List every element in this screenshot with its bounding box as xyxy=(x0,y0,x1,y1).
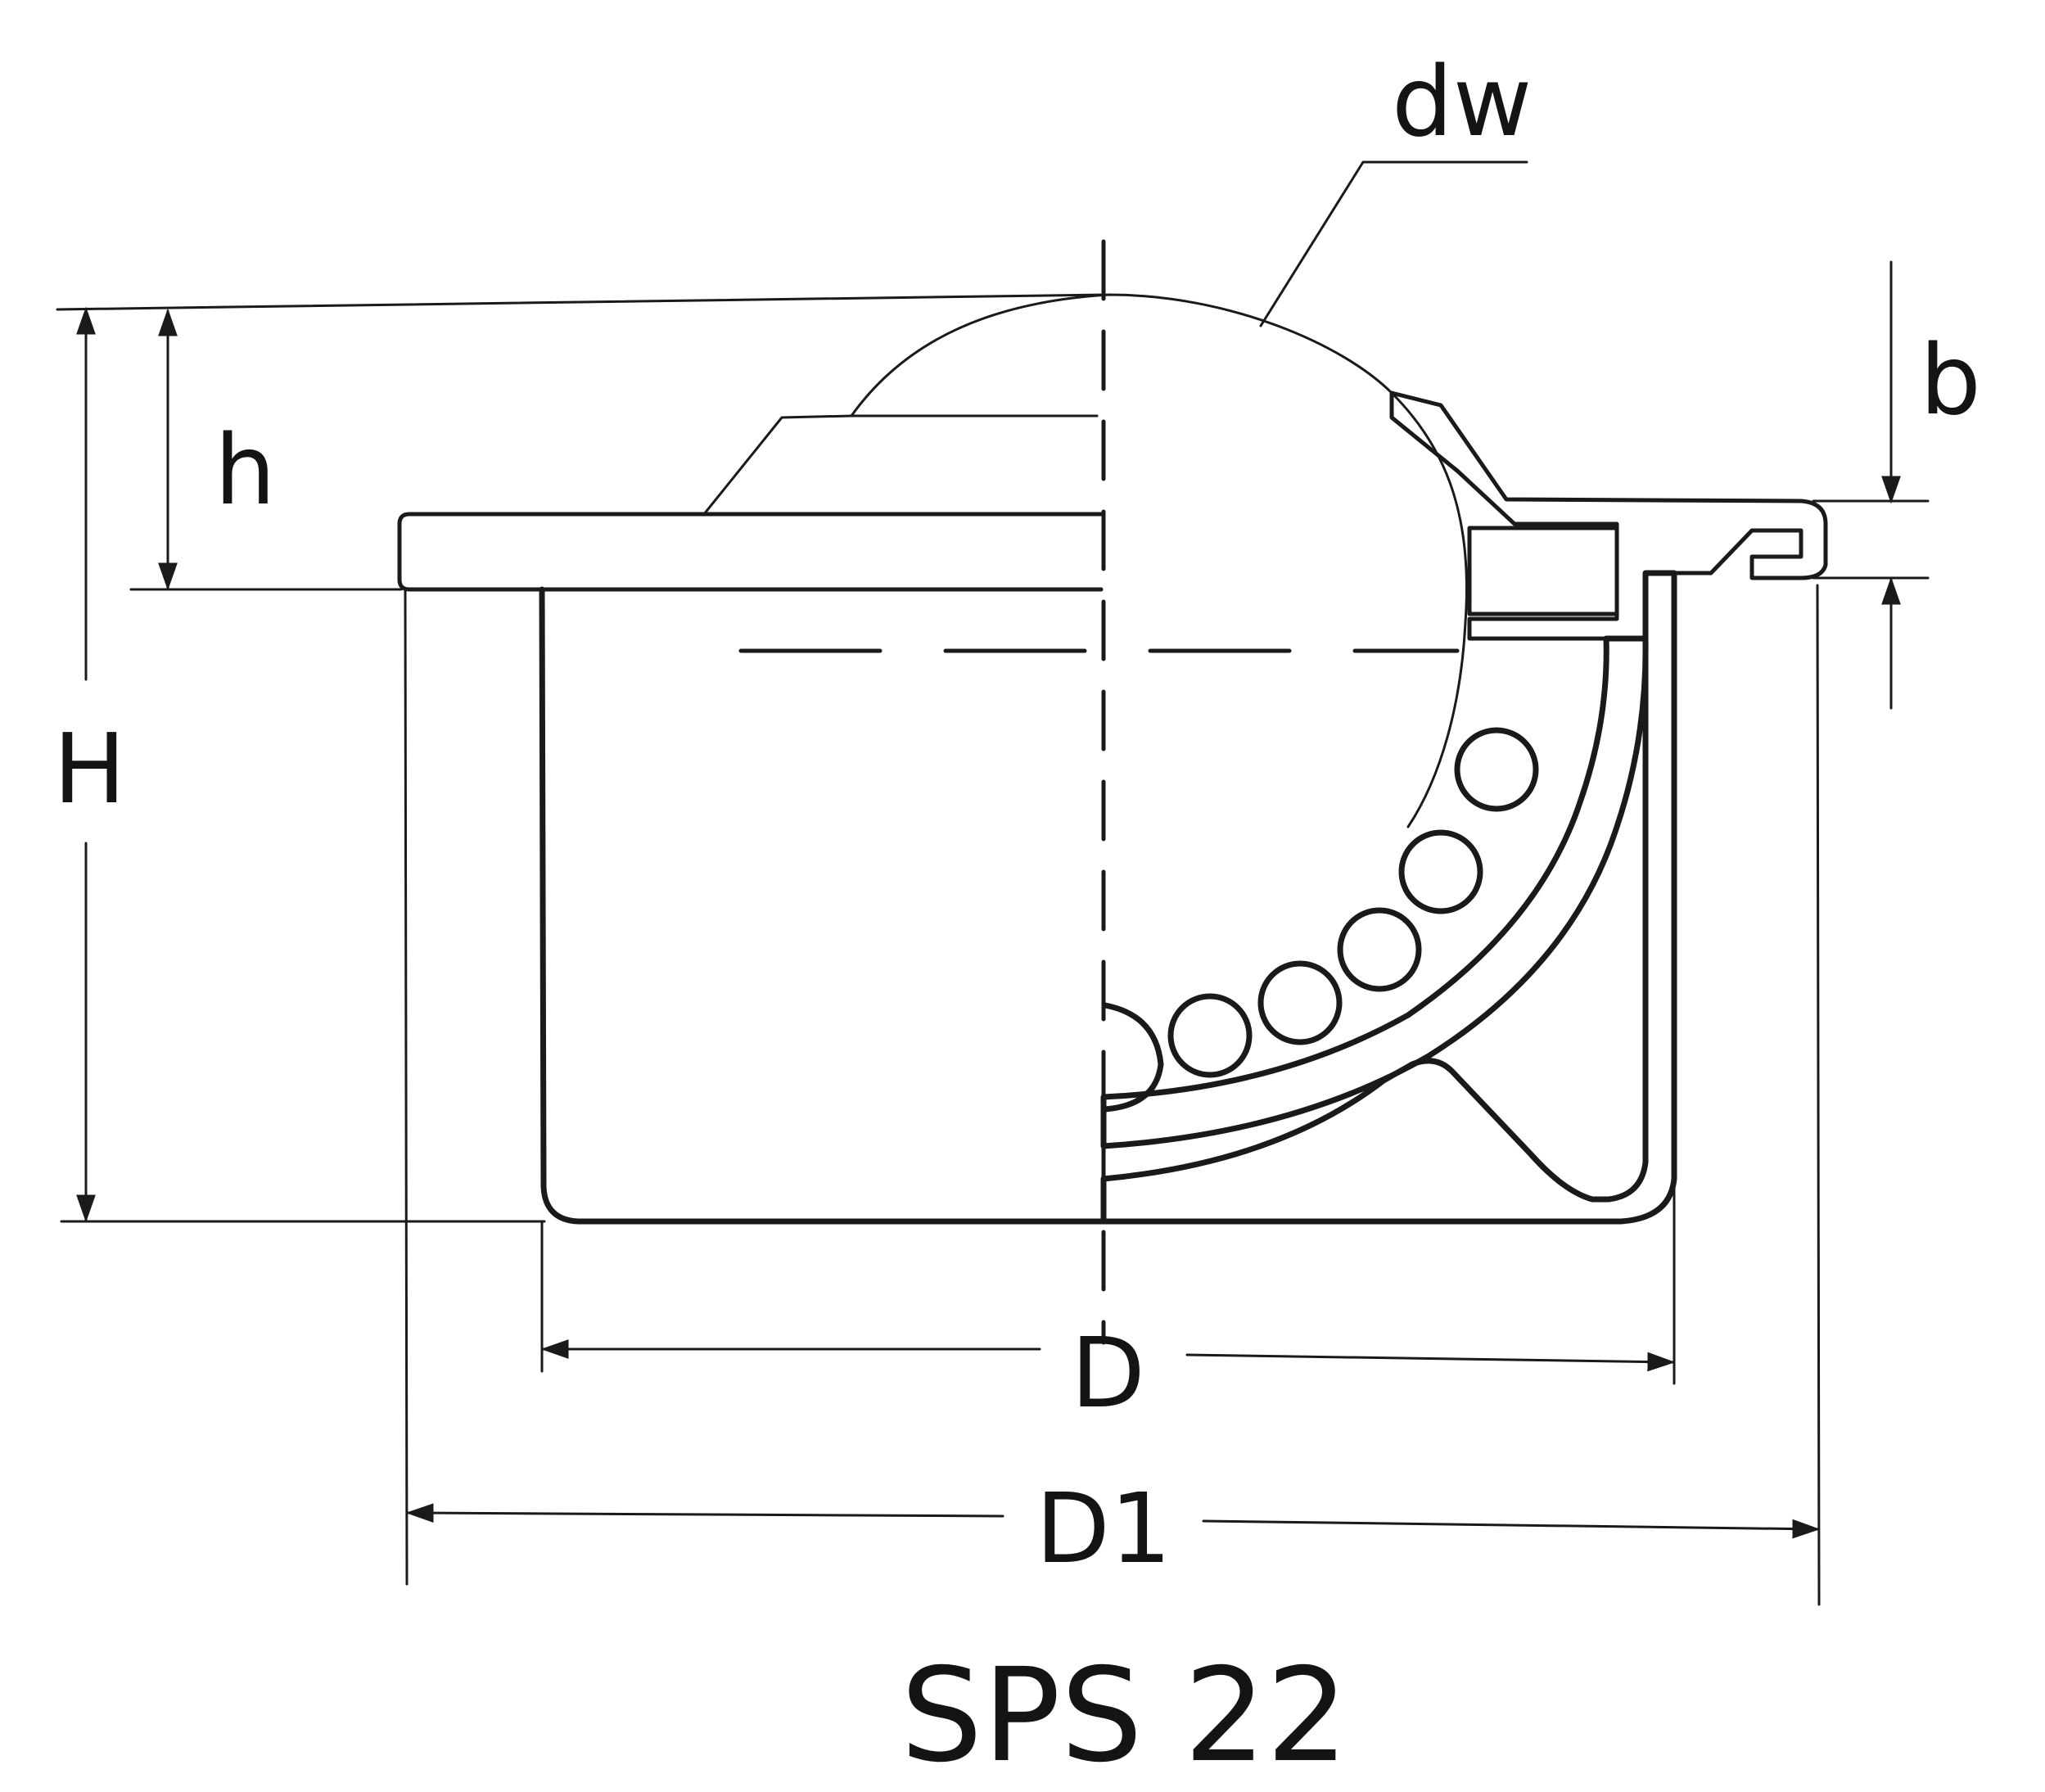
dimension-h: h xyxy=(129,308,403,591)
flange-left xyxy=(397,512,1104,592)
upper-cap-left xyxy=(702,414,1099,516)
dimension-dw: dw xyxy=(1259,45,1532,327)
dimension-H: H xyxy=(53,293,1107,1223)
housing-section-right xyxy=(1100,390,1828,1225)
label-h: h xyxy=(214,413,276,526)
centerlines xyxy=(738,239,1460,1345)
dimension-b: b xyxy=(1812,260,1981,710)
housing-left xyxy=(539,586,1107,1225)
label-b: b xyxy=(1920,323,1981,436)
label-D: D xyxy=(1071,1316,1145,1429)
support-ball xyxy=(1337,907,1422,992)
support-ball xyxy=(1167,993,1253,1078)
support-ball xyxy=(1257,960,1343,1045)
support-ball xyxy=(1398,829,1483,914)
label-dw: dw xyxy=(1392,45,1532,158)
support-ball-partial xyxy=(1102,1002,1164,1113)
dimension-D: D xyxy=(540,1185,1676,1429)
drawing-title: SPS 22 xyxy=(901,1641,1348,1791)
label-D1: D1 xyxy=(1036,1472,1171,1585)
support-balls xyxy=(1102,727,1539,1113)
ball xyxy=(850,293,1469,828)
support-ball xyxy=(1454,727,1539,812)
label-H: H xyxy=(53,712,126,825)
dimension-D1: D1 xyxy=(404,584,1821,1606)
